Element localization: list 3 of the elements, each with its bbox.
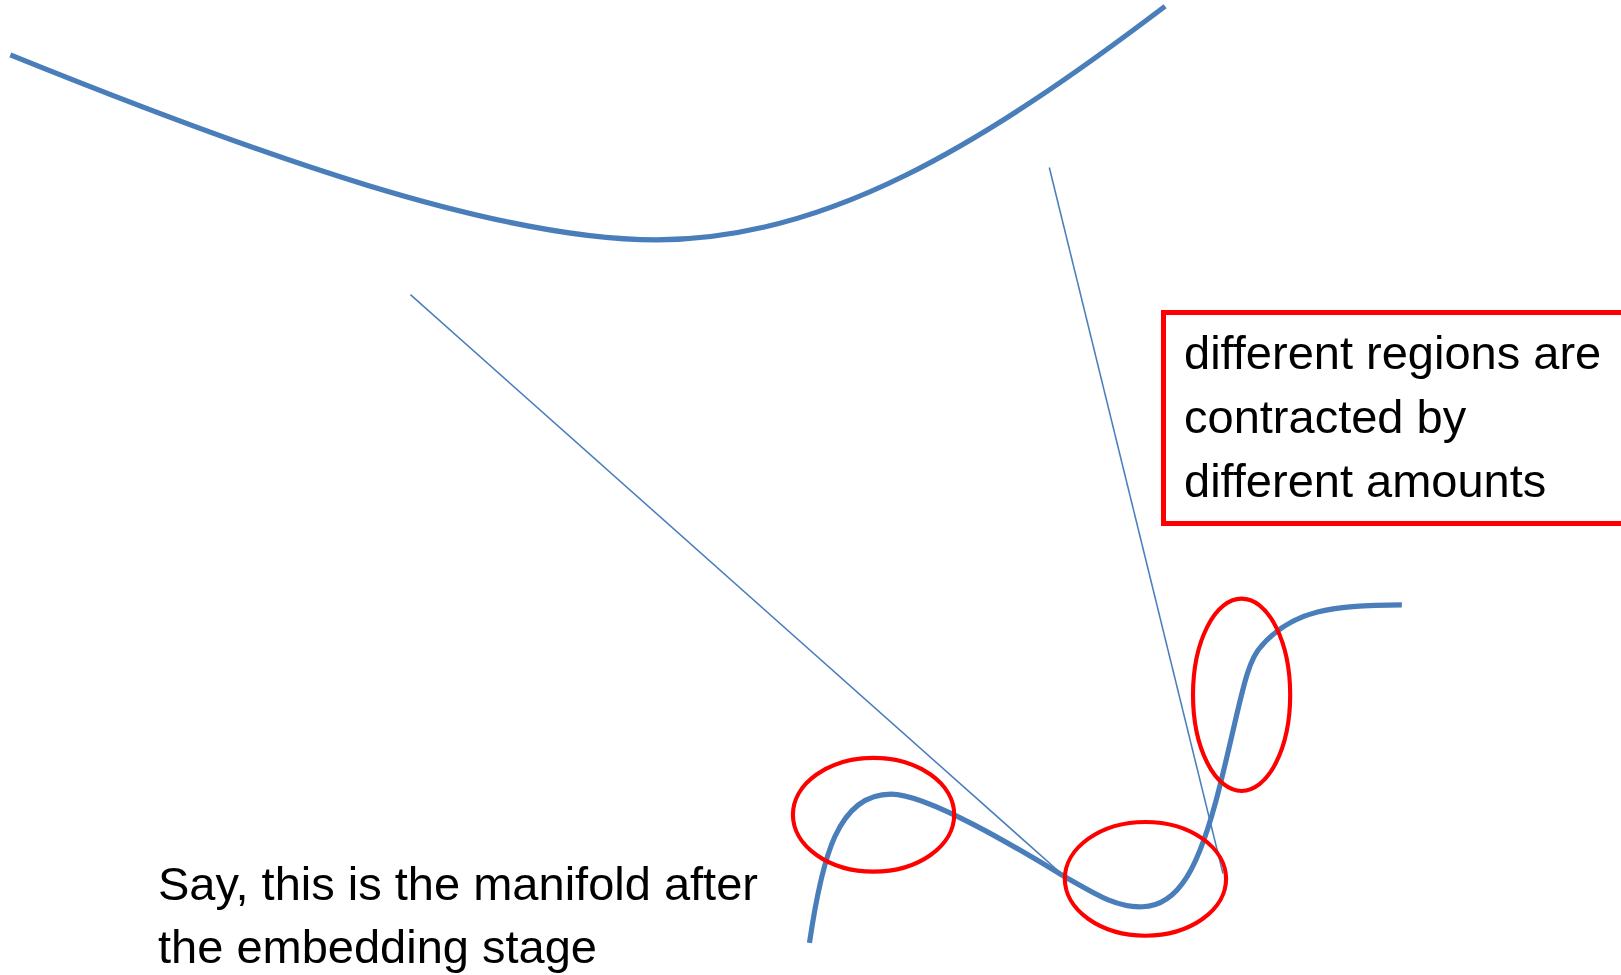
- caption-text: Say, this is the manifold after the embedding stage: [158, 856, 759, 975]
- callout-text: different regions are contracted by different amounts: [1184, 325, 1603, 509]
- callout-box: [1161, 310, 1621, 526]
